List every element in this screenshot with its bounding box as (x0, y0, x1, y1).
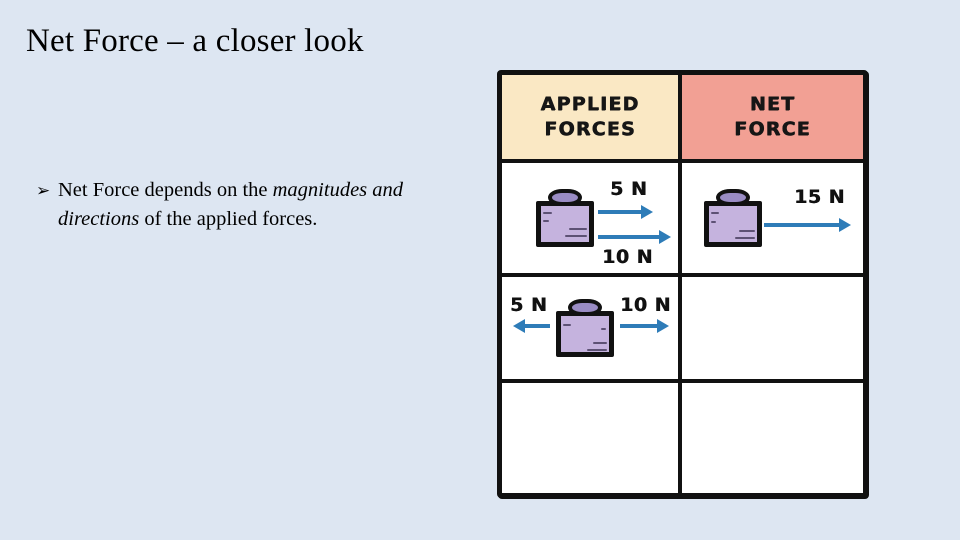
block-texture-mark (569, 228, 587, 230)
force-arrow-5n-right (598, 210, 642, 214)
force-label-5n: 5 N (610, 178, 648, 200)
force-label-10n: 10 N (620, 294, 671, 316)
block-illustration (552, 299, 618, 357)
header-line-1: NET (749, 93, 796, 115)
block-illustration (532, 189, 598, 247)
cell-applied-forces-row1: 5 N 10 N (502, 163, 682, 273)
force-arrow-10n-right (620, 324, 658, 328)
cell-applied-forces-row2: 5 N 10 N (502, 277, 682, 379)
block-body (556, 311, 614, 357)
block-texture-mark (593, 342, 607, 344)
cell-net-force-row1: 15 N (682, 163, 863, 273)
force-label-15n: 15 N (794, 186, 845, 208)
block-texture-mark (711, 212, 719, 214)
force-arrow-5n-left (524, 324, 550, 328)
column-header-applied-forces: APPLIED FORCES (502, 75, 682, 159)
force-arrow-10n-right (598, 235, 660, 239)
block-texture-mark (739, 230, 755, 232)
block-body (704, 201, 762, 247)
block-texture-mark (587, 349, 607, 351)
column-header-net-force: NET FORCE (682, 75, 863, 159)
header-line-2: FORCES (544, 118, 636, 140)
cell-net-force-row2 (682, 277, 863, 379)
body-text-block: ➢ Net Force depends on the magnitudes an… (36, 176, 456, 234)
table-header-row: APPLIED FORCES NET FORCE (502, 75, 863, 163)
block-texture-mark (711, 221, 716, 223)
table-row: 5 N 10 N (502, 277, 863, 383)
force-label-5n: 5 N (510, 294, 548, 316)
force-comparison-table: APPLIED FORCES NET FORCE (497, 70, 868, 498)
list-item: ➢ Net Force depends on the magnitudes an… (36, 176, 456, 234)
force-label-10n: 10 N (602, 246, 653, 268)
cell-net-force-row3 (682, 383, 863, 493)
block-texture-mark (601, 328, 606, 330)
table-row: 5 N 10 N 15 N (502, 163, 863, 277)
bullet-text-after: of the applied forces. (139, 208, 318, 230)
block-texture-mark (543, 220, 549, 222)
page-title: Net Force – a closer look (26, 23, 364, 59)
column-header-net-force-text: NET FORCE (682, 92, 863, 142)
block-texture-mark (565, 235, 587, 237)
block-texture-mark (735, 237, 755, 239)
block-body (536, 201, 594, 247)
block-lid (716, 189, 750, 206)
block-texture-mark (563, 324, 571, 326)
bullet-text-emphasis: magnitudes and directions (58, 179, 404, 230)
cell-applied-forces-row3 (502, 383, 682, 493)
list-item-text: Net Force depends on the magnitudes and … (58, 176, 456, 234)
block-lid (548, 189, 582, 206)
block-texture-mark (543, 212, 552, 214)
block-lid (568, 299, 602, 316)
table-row (502, 383, 863, 493)
header-line-1: APPLIED (540, 93, 640, 115)
header-line-2: FORCE (734, 118, 811, 140)
force-arrow-15n-right (764, 223, 840, 227)
block-illustration (700, 189, 766, 247)
arrowhead-bullet-icon: ➢ (36, 181, 51, 201)
column-header-applied-forces-text: APPLIED FORCES (502, 92, 678, 142)
bullet-text-before: Net Force depends on the (58, 179, 273, 201)
